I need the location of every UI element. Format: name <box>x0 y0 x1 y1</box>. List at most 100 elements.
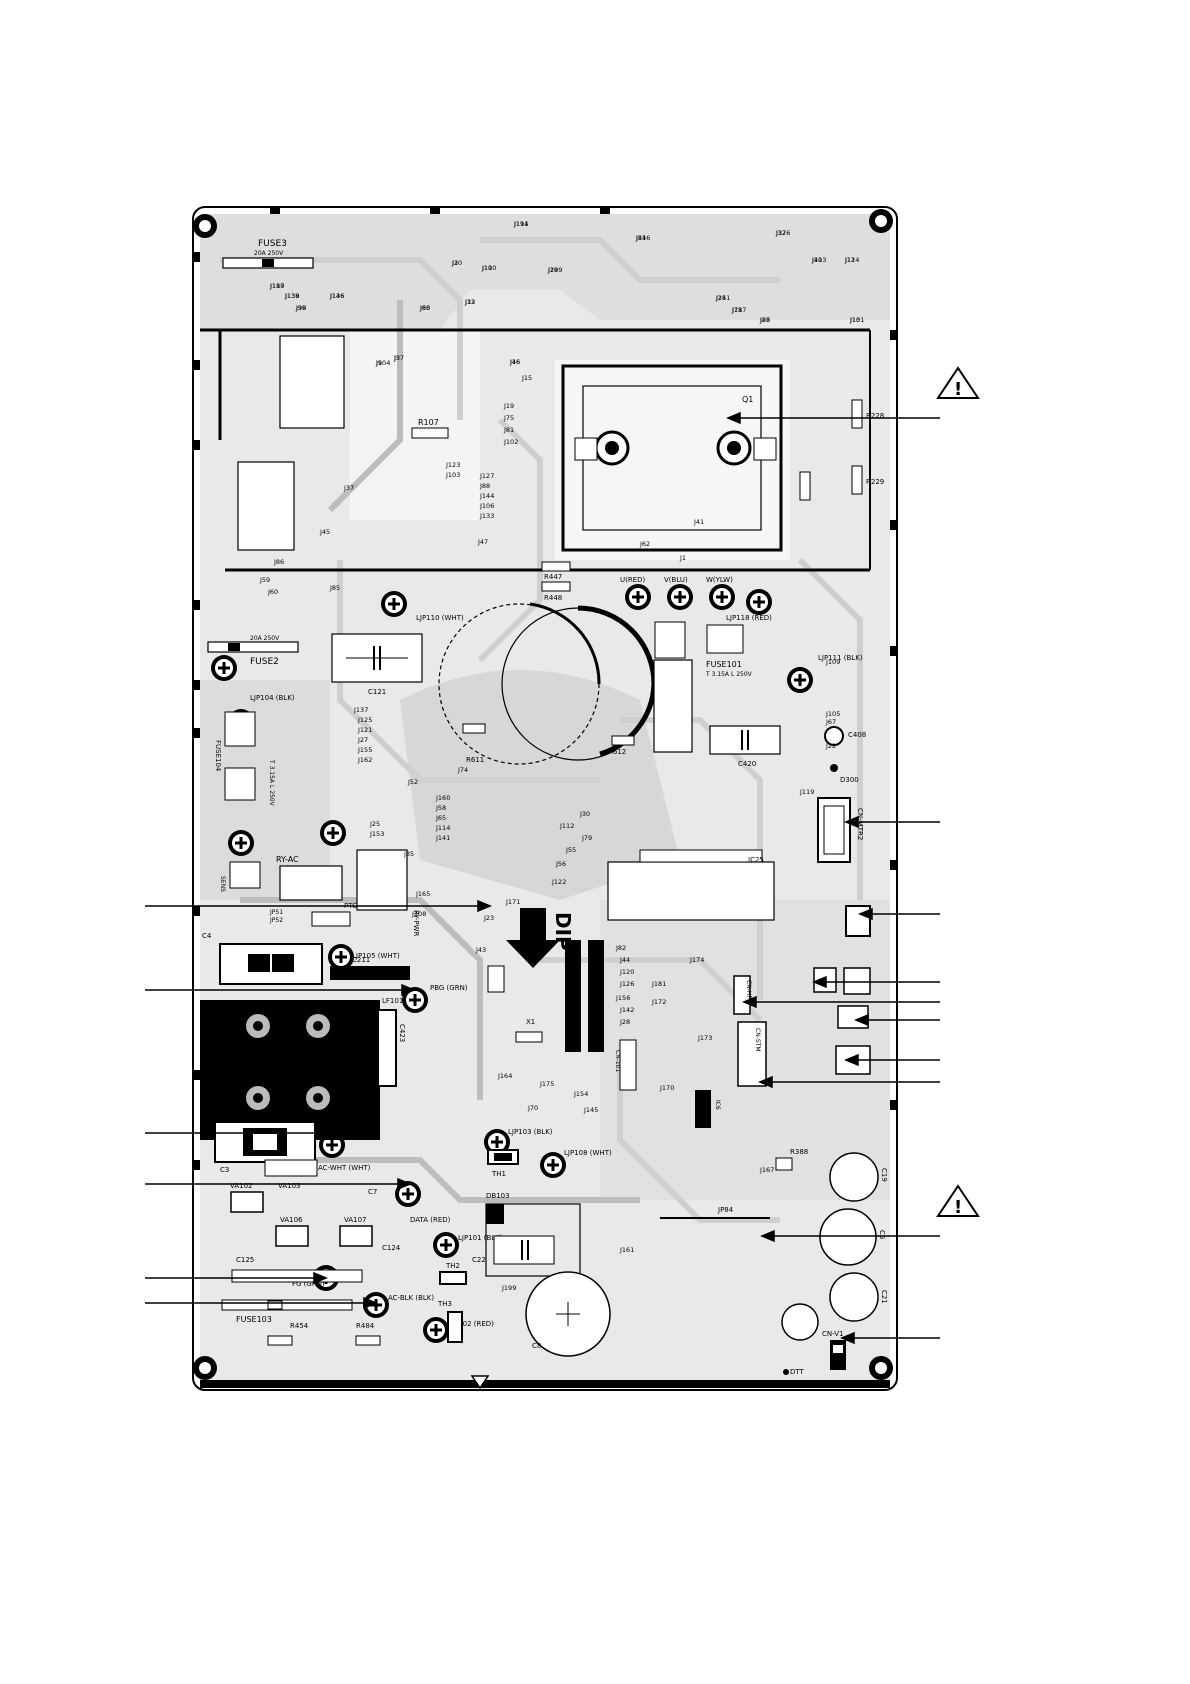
svg-text:V(BLU): V(BLU) <box>664 576 688 584</box>
fuse104: FUSE104 T 3.15A L 250V <box>214 711 275 807</box>
jumper-label: J82 <box>615 944 626 952</box>
jumper-label: J60 <box>267 588 278 596</box>
jumper-label: J41 <box>693 518 704 526</box>
svg-text:DTT: DTT <box>790 1368 805 1376</box>
jumper-label: J133 <box>479 512 494 520</box>
svg-text:FG (GRN): FG (GRN) <box>292 1280 325 1288</box>
fuse3: FUSE3 20A 250V <box>222 239 314 269</box>
jumper-label: J141 <box>435 834 450 842</box>
callouts-left <box>145 899 492 1310</box>
svg-text:JP84: JP84 <box>717 1206 734 1214</box>
jumper-label: J39 <box>295 304 306 312</box>
jumper-label: J11 <box>844 256 855 264</box>
jumper-label: J63 <box>419 304 430 312</box>
lugs <box>211 584 813 1343</box>
jumper-label: J108 <box>411 910 426 918</box>
jumper-label: J117 <box>269 282 284 290</box>
jumper-label: J123 <box>445 461 460 469</box>
svg-text:IC25: IC25 <box>748 856 764 864</box>
svg-text:C121: C121 <box>368 688 386 696</box>
jumper-label: J58 <box>435 804 446 812</box>
power-module: Q1 <box>561 364 783 552</box>
svg-text:C4: C4 <box>202 932 212 940</box>
jumper-label: J117 <box>731 306 746 314</box>
jumper-label: J52 <box>407 778 418 786</box>
bottom-marker <box>470 1375 490 1390</box>
svg-text:C420: C420 <box>738 760 756 768</box>
jumper-label: J199 <box>501 1284 516 1292</box>
caps-right-bottom: C19 C5 C21 <box>781 1152 888 1341</box>
jumper-label: J109 <box>825 658 840 666</box>
svg-text:C5: C5 <box>878 1230 886 1239</box>
svg-text:X1: X1 <box>526 1018 535 1026</box>
jumper-label: J79 <box>581 834 592 842</box>
svg-text:LJP101 (BLK): LJP101 (BLK) <box>458 1234 503 1242</box>
jumper-label: J10 <box>481 264 492 272</box>
fuse103: FUSE103 R454 R484 <box>221 1299 381 1346</box>
jumper-label: J173 <box>697 1034 712 1042</box>
jumper-label: J167 <box>759 1166 774 1174</box>
fuse3-rating: 20A 250V <box>254 250 284 257</box>
svg-text:C408: C408 <box>848 731 866 739</box>
svg-text:CN-101: CN-101 <box>614 1050 621 1072</box>
svg-text:LJP108 (WHT): LJP108 (WHT) <box>564 1149 612 1157</box>
jumper-label: J127 <box>479 472 494 480</box>
jumper-label: J85 <box>329 584 340 592</box>
jumper-label: J126 <box>619 980 634 988</box>
jumper-label: J145 <box>583 1106 598 1114</box>
jumper-label: J86 <box>419 304 430 312</box>
cn-mtr2: CN-MTR2 <box>817 797 864 863</box>
warning-icon: ! <box>936 366 980 400</box>
jumper-label: J153 <box>369 830 384 838</box>
svg-text:CN-MTR2: CN-MTR2 <box>856 808 864 840</box>
jumper-label: J24 <box>715 294 726 302</box>
jumper-label: J176 <box>775 229 790 237</box>
jumper-label: J30 <box>579 810 590 818</box>
resistors-right: R228 R229 <box>799 399 884 501</box>
jp84: JP84 R388 <box>660 1148 808 1219</box>
cn-v1: CN-V1 DTT <box>783 1330 846 1376</box>
svg-text:C211: C211 <box>352 956 370 964</box>
svg-text:C7: C7 <box>368 1188 377 1196</box>
jumper-label: J139 <box>284 292 299 300</box>
jumper-label: J180 <box>269 282 284 290</box>
ry-ac: RY-AC PTC RY-PWR SENS JP51 JP52 <box>219 849 420 937</box>
varistors: VA102 VA103 VA106 VA107 C125 C124 C7 <box>230 1159 401 1283</box>
jumper-label: J103 <box>445 471 460 479</box>
jumper-label: J45 <box>319 528 330 536</box>
callouts-right <box>726 411 940 1345</box>
jumper-label: J136 <box>329 292 344 300</box>
jumper-label: J175 <box>539 1080 554 1088</box>
svg-text:R611: R611 <box>466 756 484 764</box>
lug-labels: LJP110 (WHT) LJP118 (RED) U(RED) V(BLU) … <box>250 576 863 1328</box>
svg-text:AC-WHT (WHT): AC-WHT (WHT) <box>318 1164 371 1172</box>
jumper-label: J62 <box>639 540 650 548</box>
svg-text:LJP104 (BLK): LJP104 (BLK) <box>250 694 295 702</box>
jumper-label: J122 <box>551 878 566 886</box>
jumper-label: J19 <box>503 402 514 410</box>
svg-text:CN-HP: CN-HP <box>745 980 752 999</box>
jumper-label: J154 <box>573 1090 588 1098</box>
jumper-label: J189 <box>547 266 562 274</box>
jumper-label: J75 <box>503 414 514 422</box>
svg-text:R448: R448 <box>544 594 562 602</box>
svg-text:CN-STM: CN-STM <box>754 1028 761 1052</box>
jumper-label: J46 <box>509 358 520 366</box>
svg-text:JP52: JP52 <box>269 917 283 924</box>
svg-text:R228: R228 <box>866 412 884 420</box>
svg-text:T 3.15A L 250V: T 3.15A L 250V <box>705 671 753 678</box>
jumper-label: J112 <box>559 822 574 830</box>
jumper-label: J70 <box>527 1104 538 1112</box>
jumper-label: J74 <box>457 766 468 774</box>
jumper-label: J174 <box>689 956 704 964</box>
jumper-label: J121 <box>357 726 372 734</box>
jumper-label: J120 <box>619 968 634 976</box>
jumper-label: J106 <box>479 502 494 510</box>
svg-text:C8: C8 <box>532 1342 541 1350</box>
svg-text:DATA (RED): DATA (RED) <box>410 1216 451 1224</box>
jumper-label: J102 <box>503 438 518 446</box>
svg-text:RY-PWR: RY-PWR <box>412 910 420 937</box>
svg-text:FUSE2: FUSE2 <box>250 657 279 667</box>
svg-text:R107: R107 <box>418 418 439 427</box>
